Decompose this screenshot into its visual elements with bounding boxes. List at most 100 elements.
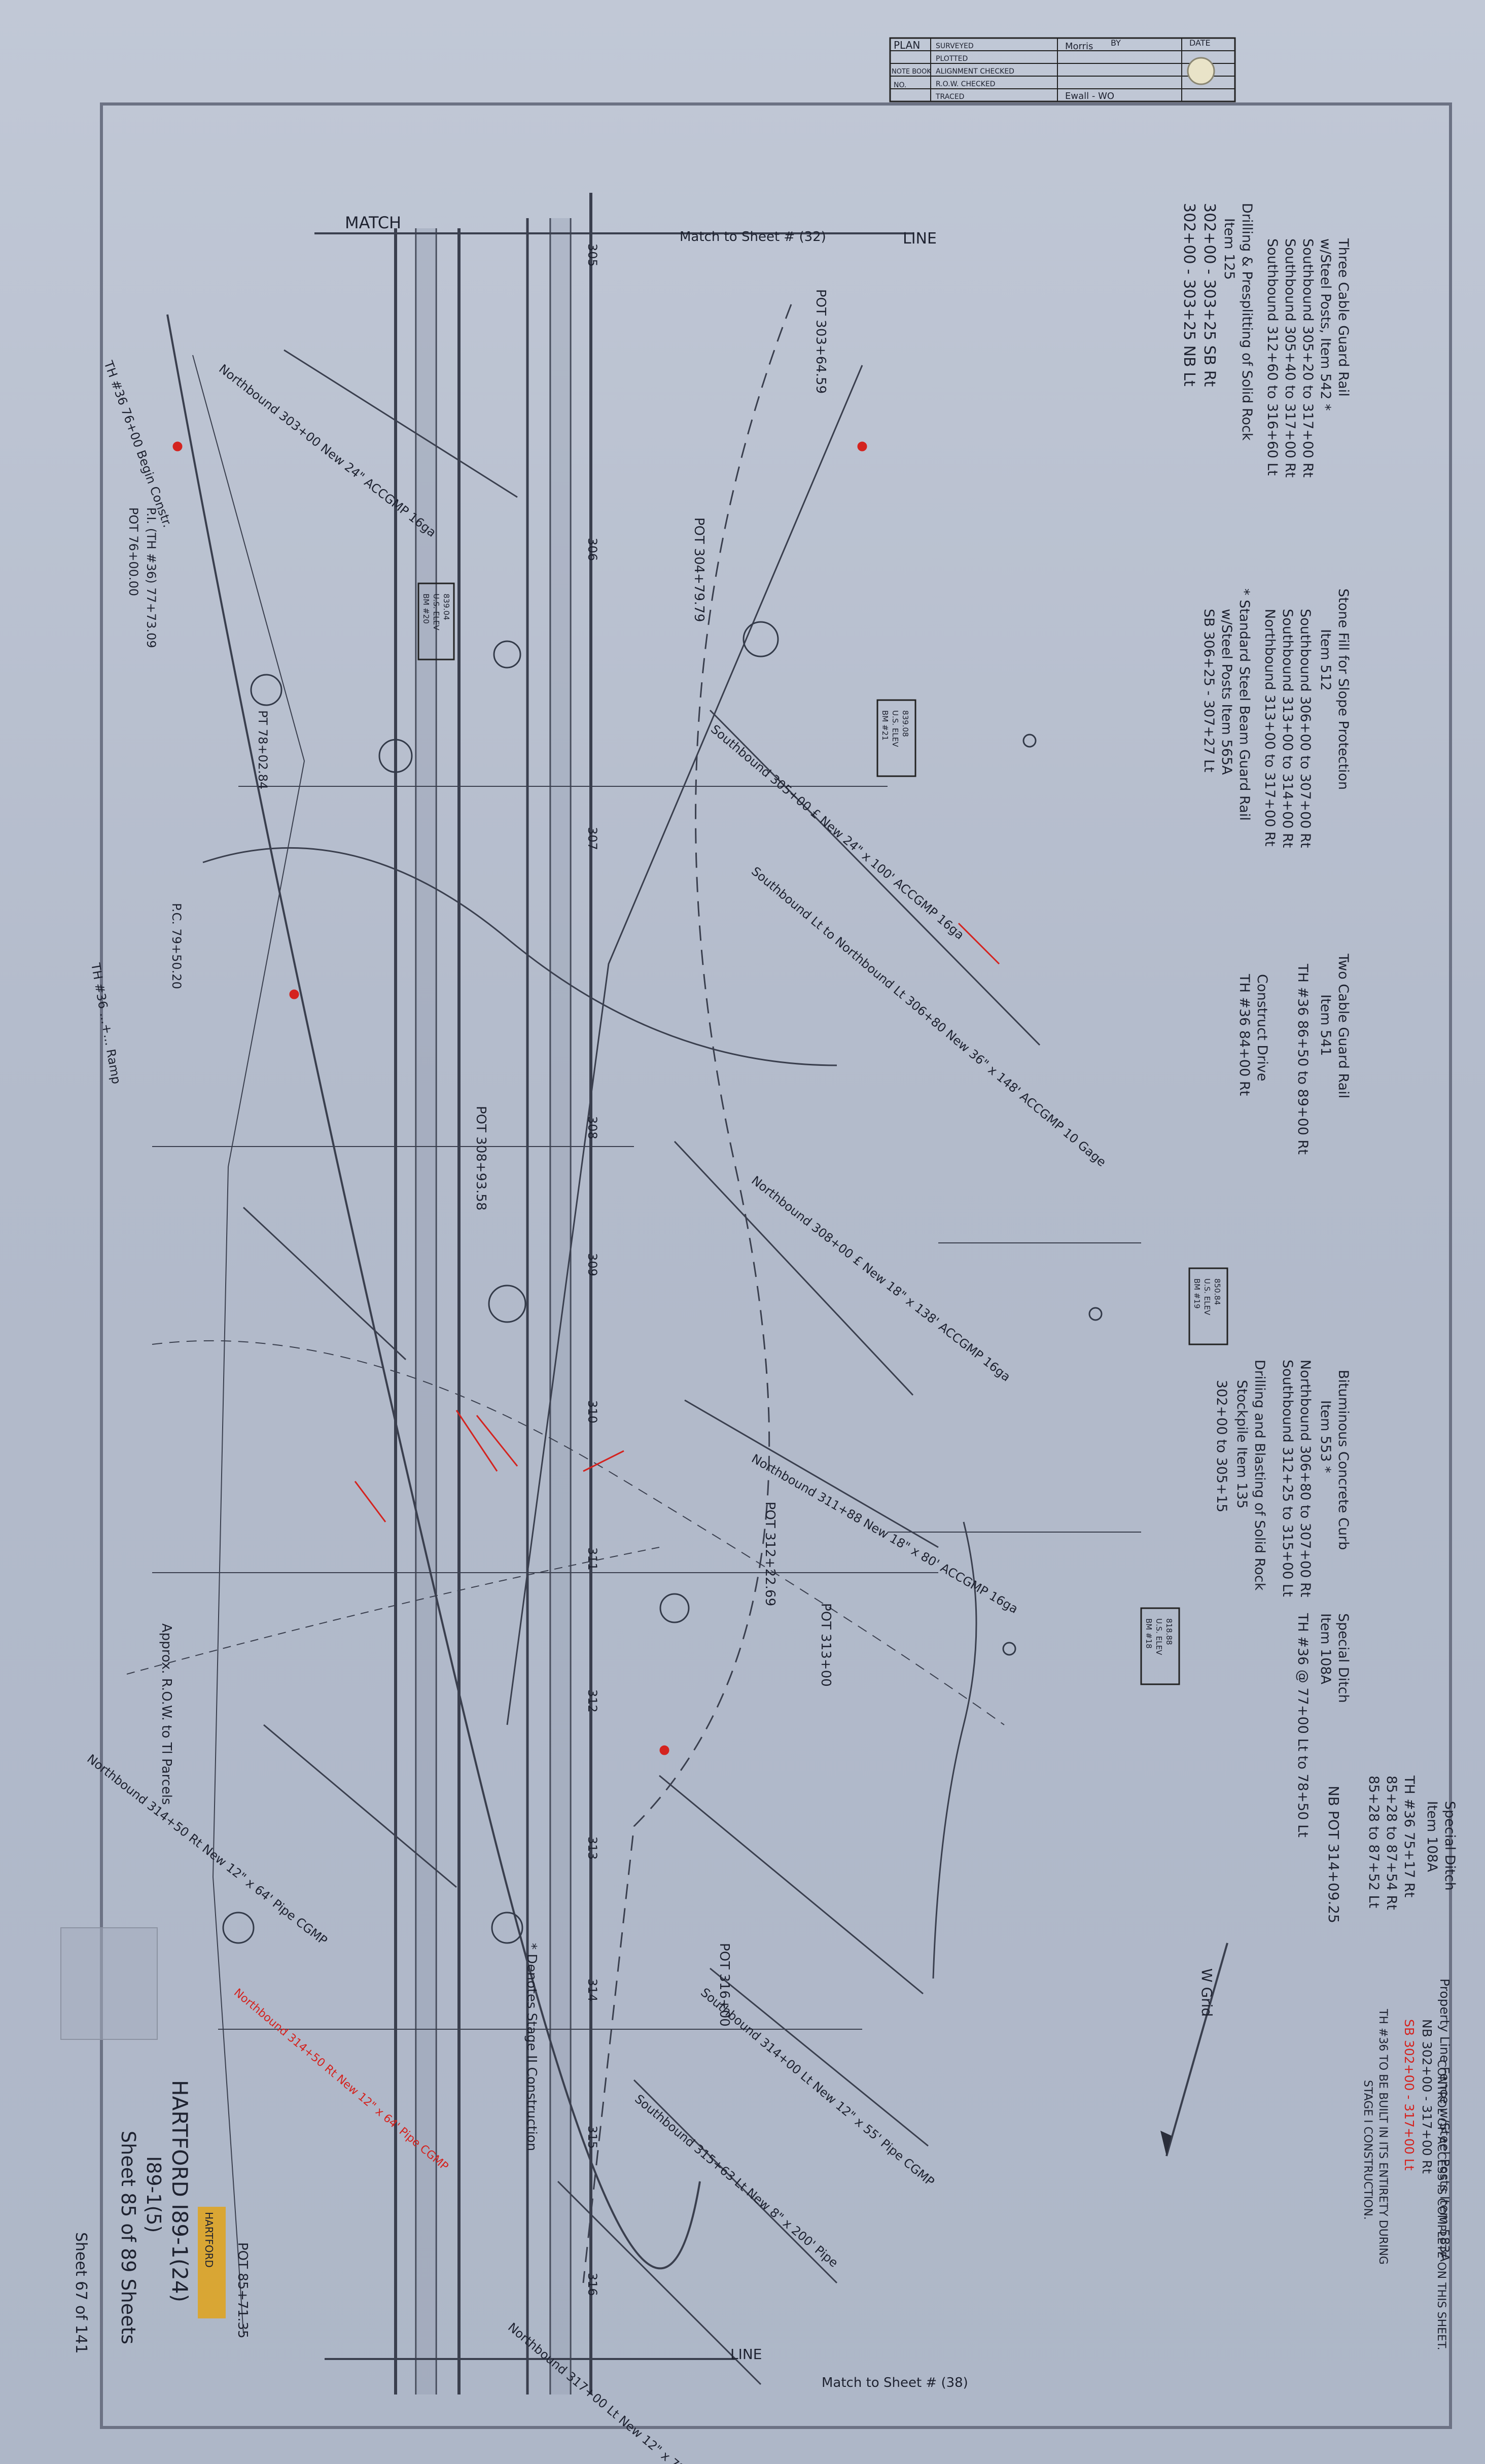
culvert-label: Northbound 303+00 New 24" ACCGMP 16ga [216,362,439,540]
grid-label: W Grid [1198,1968,1215,2017]
traced-by: Ewall - WO [1065,91,1114,101]
svg-text:Southbound 305+40 to 317+00 Rt: Southbound 305+40 to 317+00 Rt [1282,238,1298,477]
svg-text:Three Cable Guard Rail: Three Cable Guard Rail [1335,238,1351,397]
svg-text:302+00 - 303+25 NB Lt: 302+00 - 303+25 NB Lt [1180,203,1198,387]
svg-text:Southbound 306+00 to 307+00 Rt: Southbound 306+00 to 307+00 Rt [1297,609,1313,848]
svg-text:POT 304+79.79: POT 304+79.79 [691,517,706,622]
svg-text:TH #36 75+17 Rt: TH #36 75+17 Rt [1401,1775,1417,1897]
svg-text:TH #36 84+00 Rt: TH #36 84+00 Rt [1236,974,1252,1096]
note-book-label: NOTE BOOK [892,68,931,76]
north-arrow-icon [1165,1942,1228,2157]
punch-hole-icon [1187,57,1215,85]
svg-text:Property Line Fence w/Steel Po: Property Line Fence w/Steel Posts Item 5… [1437,1979,1452,2262]
pot-labels: POT 303+64.59 POT 304+79.79 POT 308+93.5… [235,289,833,2339]
sheet-number: Sheet 85 of 89 Sheets [117,2131,139,2344]
svg-text:TH #36 ...+... Ramp: TH #36 ...+... Ramp [88,961,124,1085]
stamp-box [60,1927,158,2040]
svg-text:302+00 to 305+15: 302+00 to 305+15 [1214,1380,1229,1512]
svg-text:Item 125: Item 125 [1221,218,1237,280]
svg-text:PT 78+02.84: PT 78+02.84 [256,710,270,789]
svg-text:w/Steel Posts, Item 542 *: w/Steel Posts, Item 542 * [1318,238,1333,411]
row-alignment: ALIGNMENT CHECKED [936,67,1014,76]
svg-text:85+28 to 87+52 Lt: 85+28 to 87+52 Lt [1366,1776,1382,1908]
note-bituminous-curb: Bituminous Concrete Curb Item 553 * Nort… [1280,1360,1351,1597]
surveyed-by: Morris [1065,41,1093,52]
sheet-border [100,102,1452,2429]
benchmark-box: BM #21 U.S. ELEV 839.08 [876,699,916,777]
culvert-label: Northbound 308+00 £ New 18" x 138' ACCGM… [749,1173,1013,1384]
title-block: PLAN NOTE BOOK NO. BY DATE SURVEYED PLOT… [889,37,1236,102]
svg-text:Item 553 *: Item 553 * [1318,1400,1333,1473]
svg-text:Construct Drive: Construct Drive [1254,974,1270,1081]
svg-text:Stockpile Item 135: Stockpile Item 135 [1234,1380,1250,1509]
svg-text:Item 512: Item 512 [1318,629,1333,691]
benchmark-org: U.S. ELEV [432,594,441,631]
match-label: MATCH [345,213,401,232]
benchmark-box: BM #19 U.S. ELEV 850.84 [1188,1267,1228,1345]
culvert-label: Southbound 305+00 £ New 24" x 100' ACCGM… [708,722,967,942]
culvert-label: Northbound 311+88 New 18" x 80' ACCGMP 1… [749,1451,1020,1616]
svg-text:315: 315 [585,2126,599,2149]
svg-text:307: 307 [585,827,599,850]
svg-text:CONTROL OF ACCESS IS COMPLETE: CONTROL OF ACCESS IS COMPLETE ON THIS SH… [1435,2060,1447,2350]
note-two-cable-guard-rail: Two Cable Guard Rail Item 541 TH #36 86+… [1236,953,1351,1155]
svg-text:Bituminous Concrete Curb: Bituminous Concrete Curb [1335,1370,1351,1550]
note-control-of-access: CONTROL OF ACCESS IS COMPLETE ON THIS SH… [1361,2008,1447,2350]
svg-text:Southbound 312+60 to 316+60 Lt: Southbound 312+60 to 316+60 Lt [1264,238,1280,476]
note-steel-beam-guard-rail: * Standard Steel Beam Guard Rail w/Steel… [1201,588,1252,821]
svg-text:Item 108A: Item 108A [1424,1801,1440,1872]
project-line2: I89-1(5) [143,2156,165,2233]
svg-text:* Standard Steel Beam Guard Ra: * Standard Steel Beam Guard Rail [1236,588,1252,821]
svg-text:Drilling and Blasting of Solid: Drilling and Blasting of Solid Rock [1252,1360,1267,1591]
svg-text:POT 76+00.00: POT 76+00.00 [126,507,140,596]
svg-text:308: 308 [585,1116,599,1139]
benchmark-id: BM #21 [880,710,890,741]
note-special-ditch-2: Special Ditch Item 108A TH #36 75+17 Rt … [1366,1775,1458,1910]
svg-text:STAGE I CONSTRUCTION.: STAGE I CONSTRUCTION. [1361,2080,1374,2220]
culvert-label: Northbound 314+50 Rt New 12" x 64' Pipe … [84,1752,330,1948]
svg-text:POT 303+64.59: POT 303+64.59 [813,289,828,394]
benchmark-elev: 839.08 [901,710,910,737]
culvert-label: Southbound 314+00 Lt New 12" x 55' Pipe … [698,1985,937,2189]
title-block-frame [889,37,1236,102]
sheet-total: Sheet 67 of 141 [72,2232,90,2354]
row-surveyed: SURVEYED [936,42,974,50]
svg-text:Item 541: Item 541 [1318,994,1333,1056]
benchmark-org: U.S. ELEV [891,710,900,747]
note-three-cable-guard-rail: Three Cable Guard Rail w/Steel Posts, It… [1264,238,1351,477]
note-stone-fill: Stone Fill for Slope Protection Item 512… [1262,588,1351,848]
svg-text:Southbound 312+25 to 315+00 Lt: Southbound 312+25 to 315+00 Lt [1280,1360,1295,1597]
benchmark-id: BM #19 [1192,1278,1201,1309]
date-label: DATE [1189,38,1211,48]
culvert-label: Northbound 317+00 Lt New 12" x 72' Pipe [505,2320,713,2464]
match-line-label: LINE [903,230,937,248]
svg-text:Southbound 305+20 to 317+00 Rt: Southbound 305+20 to 317+00 Rt [1300,238,1316,477]
match-to-sheet-32: Match to Sheet # (32) [680,229,826,245]
svg-text:Special Ditch: Special Ditch [1442,1801,1458,1891]
svg-text:POT 316+00: POT 316+00 [717,1943,732,2027]
svg-text:310: 310 [585,1400,599,1424]
row-traced: TRACED [935,93,964,101]
svg-text:SB 302+00 - 317+00 Lt: SB 302+00 - 317+00 Lt [1402,2019,1417,2171]
svg-text:P.I. (TH #36) 77+73.09: P.I. (TH #36) 77+73.09 [144,507,158,648]
svg-text:Northbound 313+00 to 317+00 Rt: Northbound 313+00 to 317+00 Rt [1262,609,1278,846]
benchmark-elev: 850.84 [1213,1278,1222,1305]
svg-text:TH #36 86+50 to 89+00 Rt: TH #36 86+50 to 89+00 Rt [1295,963,1311,1155]
approx-row-note: Approx. R.O.W. to Tl Parcels [159,1623,174,1805]
benchmark-elev: 818.88 [1164,1618,1174,1645]
project-title: HARTFORD I89-1(24) [167,2080,192,2302]
svg-text:306: 306 [585,538,599,561]
svg-text:312: 312 [585,1689,599,1713]
benchmark-marker-icon [1088,1307,1103,1321]
match-to-sheet-38: Match to Sheet # (38) [822,2375,968,2390]
stage-ii-note: * Denotes Stage II Construction [524,1943,539,2151]
svg-text:POT 312+22.69: POT 312+22.69 [762,1502,777,1606]
svg-text:311: 311 [585,1547,599,1571]
svg-text:Northbound 306+80 to 307+00 Rt: Northbound 306+80 to 307+00 Rt [1297,1360,1313,1597]
svg-text:P.C. 79+50.20: P.C. 79+50.20 [169,903,184,989]
svg-text:POT 313+00: POT 313+00 [818,1603,833,1687]
plan-label: PLAN [894,39,920,51]
svg-text:316: 316 [585,2273,599,2296]
svg-text:Stone Fill for Slope Protectio: Stone Fill for Slope Protection [1335,588,1351,790]
